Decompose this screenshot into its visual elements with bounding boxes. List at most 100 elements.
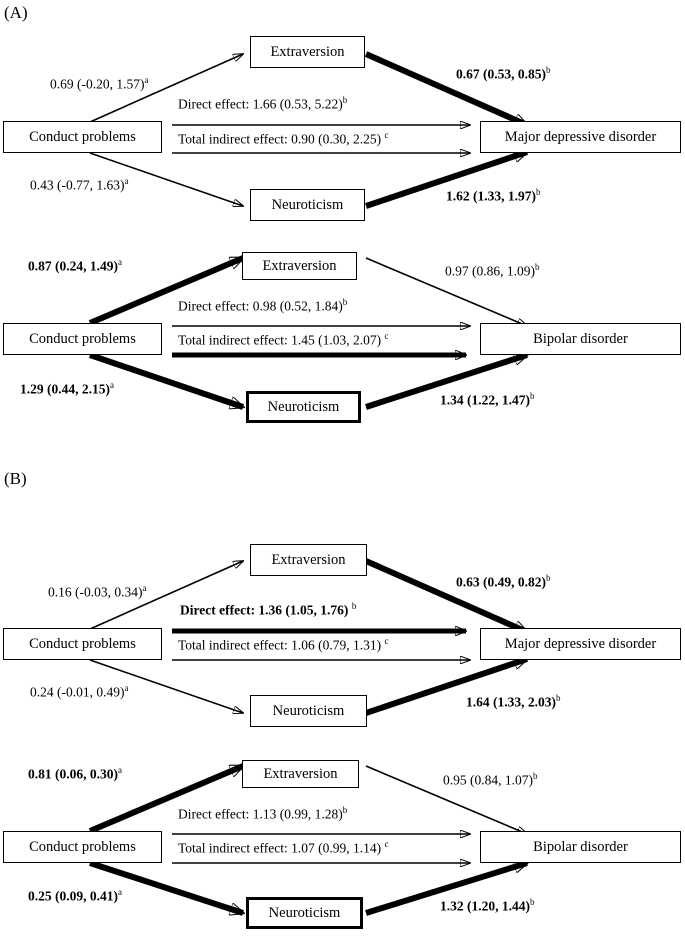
arrow-b1-b-top bbox=[364, 558, 527, 635]
panel-label-a: (A) bbox=[4, 3, 28, 22]
node-b1-extraversion[interactable]: Extraversion bbox=[250, 544, 367, 576]
edge-footnote: b bbox=[546, 65, 551, 75]
arrow-a1-b-bottom bbox=[365, 149, 527, 209]
edge-label-b2-b-bottom: 1.32 (1.20, 1.44)b bbox=[440, 898, 535, 913]
edge-label-a2-a-bottom: 1.29 (0.44, 2.15)a bbox=[20, 381, 114, 396]
arrow-a2-a-top bbox=[88, 255, 243, 326]
edge-value: Direct effect: 1.36 (1.05, 1.76) bbox=[180, 602, 352, 618]
edge-value: 1.34 (1.22, 1.47) bbox=[440, 392, 530, 408]
arrow-a1-b-top bbox=[364, 51, 527, 128]
edge-value: Direct effect: 1.13 (0.99, 1.28) bbox=[178, 806, 343, 822]
edge-footnote: b bbox=[546, 573, 551, 583]
edge-value: 0.95 (0.84, 1.07) bbox=[443, 772, 533, 788]
edge-footnote: b bbox=[351, 601, 357, 611]
node-b1-major-depressive-disorder[interactable]: Major depressive disorder bbox=[480, 628, 681, 660]
edge-label-b1-direct-effect: Direct effect: 1.36 (1.05, 1.76) b bbox=[180, 602, 356, 617]
edge-value: 0.87 (0.24, 1.49) bbox=[28, 258, 118, 274]
node-a1-major-depressive-disorder[interactable]: Major depressive disorder bbox=[480, 121, 681, 153]
edge-label-a1-a-top: 0.69 (-0.20, 1.57)a bbox=[50, 76, 149, 91]
arrow-a2-a-bottom bbox=[89, 352, 243, 410]
edge-footnote: a bbox=[118, 257, 122, 267]
edge-label-b1-b-bottom: 1.64 (1.33, 2.03)b bbox=[466, 694, 561, 709]
edge-label-b2-total-indirect-effect: Total indirect effect: 1.07 (0.99, 1.14)… bbox=[178, 840, 389, 855]
edge-footnote: a bbox=[118, 887, 122, 897]
node-b2-bipolar-disorder[interactable]: Bipolar disorder bbox=[480, 831, 681, 863]
edge-footnote: a bbox=[124, 683, 129, 693]
edge-value: 0.81 (0.06, 0.30) bbox=[28, 766, 118, 782]
edge-value: Total indirect effect: 1.07 (0.99, 1.14) bbox=[178, 840, 385, 856]
edge-footnote: b bbox=[530, 391, 535, 401]
edge-label-b1-total-indirect-effect: Total indirect effect: 1.06 (0.79, 1.31)… bbox=[178, 637, 389, 652]
edge-label-a1-a-bottom: 0.43 (-0.77, 1.63)a bbox=[30, 177, 129, 192]
edge-footnote: b bbox=[530, 897, 535, 907]
edge-label-a1-b-top: 0.67 (0.53, 0.85)b bbox=[456, 66, 551, 81]
edge-footnote: c bbox=[384, 130, 389, 140]
edge-label-b1-a-top: 0.16 (-0.03, 0.34)a bbox=[48, 584, 147, 599]
arrow-b1-a-top bbox=[89, 561, 243, 630]
edge-footnote: a bbox=[118, 765, 122, 775]
edge-label-a1-b-bottom: 1.62 (1.33, 1.97)b bbox=[446, 188, 541, 203]
arrow-b2-b-top bbox=[365, 765, 527, 834]
node-a1-neuroticism[interactable]: Neuroticism bbox=[250, 189, 365, 221]
edge-label-a1-total-indirect-effect: Total indirect effect: 0.90 (0.30, 2.25)… bbox=[178, 131, 389, 146]
edge-value: 0.63 (0.49, 0.82) bbox=[456, 574, 546, 590]
edge-footnote: a bbox=[144, 75, 149, 85]
edge-footnote: b bbox=[556, 693, 561, 703]
edge-value: 0.69 (-0.20, 1.57) bbox=[50, 76, 145, 92]
edge-label-b2-a-top: 0.81 (0.06, 0.30)a bbox=[28, 766, 122, 781]
arrow-b1-a-bottom bbox=[89, 659, 243, 713]
edge-footnote: b bbox=[535, 262, 540, 272]
arrow-a1-a-bottom bbox=[89, 152, 243, 206]
edge-label-b1-a-bottom: 0.24 (-0.01, 0.49)a bbox=[30, 684, 129, 699]
edge-footnote: a bbox=[142, 583, 147, 593]
edge-value: 1.64 (1.33, 2.03) bbox=[466, 694, 556, 710]
edge-footnote: a bbox=[110, 380, 114, 390]
edge-footnote: a bbox=[124, 176, 129, 186]
node-a1-extraversion[interactable]: Extraversion bbox=[250, 36, 365, 68]
edge-label-a2-a-top: 0.87 (0.24, 1.49)a bbox=[28, 258, 122, 273]
arrow-a2-b-bottom bbox=[365, 352, 527, 410]
arrow-a1-a-top bbox=[89, 54, 243, 123]
edge-label-a2-direct-effect: Direct effect: 0.98 (0.52, 1.84)b bbox=[178, 298, 347, 313]
node-b2-extraversion[interactable]: Extraversion bbox=[242, 760, 359, 788]
edge-value: Total indirect effect: 1.06 (0.79, 1.31) bbox=[178, 637, 385, 653]
edge-footnote: b bbox=[342, 297, 348, 307]
edge-value: Total indirect effect: 0.90 (0.30, 2.25) bbox=[178, 131, 385, 147]
node-a2-conduct-problems[interactable]: Conduct problems bbox=[3, 323, 162, 355]
edge-value: 0.67 (0.53, 0.85) bbox=[456, 66, 546, 82]
node-a1-conduct-problems[interactable]: Conduct problems bbox=[3, 121, 162, 153]
edge-label-b2-a-bottom: 0.25 (0.09, 0.41)a bbox=[28, 888, 122, 903]
edge-label-a2-b-bottom: 1.34 (1.22, 1.47)b bbox=[440, 392, 535, 407]
edge-footnote: b bbox=[342, 95, 348, 105]
edge-value: 1.32 (1.20, 1.44) bbox=[440, 898, 530, 914]
node-b1-conduct-problems[interactable]: Conduct problems bbox=[3, 628, 162, 660]
edge-label-a2-b-top: 0.97 (0.86, 1.09)b bbox=[445, 263, 540, 278]
edge-value: 0.97 (0.86, 1.09) bbox=[445, 263, 535, 279]
edge-footnote: c bbox=[384, 331, 389, 341]
edge-value: Direct effect: 0.98 (0.52, 1.84) bbox=[178, 298, 343, 314]
node-b2-neuroticism[interactable]: Neuroticism bbox=[246, 897, 363, 929]
edge-value: 1.62 (1.33, 1.97) bbox=[446, 188, 536, 204]
edge-value: 0.24 (-0.01, 0.49) bbox=[30, 684, 125, 700]
edge-label-a1-direct-effect: Direct effect: 1.66 (0.53, 5.22)b bbox=[178, 96, 347, 111]
edge-label-a2-total-indirect-effect: Total indirect effect: 1.45 (1.03, 2.07)… bbox=[178, 332, 389, 347]
arrow-b2-b-bottom bbox=[365, 863, 527, 916]
edge-value: 0.25 (0.09, 0.41) bbox=[28, 888, 118, 904]
edge-footnote: b bbox=[342, 805, 348, 815]
arrow-b2-a-bottom bbox=[89, 860, 243, 916]
arrow-b2-a-top bbox=[88, 763, 243, 834]
edge-footnote: b bbox=[533, 771, 538, 781]
node-a2-extraversion[interactable]: Extraversion bbox=[242, 252, 357, 280]
edge-value: 0.16 (-0.03, 0.34) bbox=[48, 584, 143, 600]
arrow-b1-b-bottom bbox=[365, 656, 527, 716]
node-a2-neuroticism[interactable]: Neuroticism bbox=[246, 391, 361, 423]
edge-label-b2-direct-effect: Direct effect: 1.13 (0.99, 1.28)b bbox=[178, 806, 347, 821]
node-a2-bipolar-disorder[interactable]: Bipolar disorder bbox=[480, 323, 681, 355]
edge-label-b1-b-top: 0.63 (0.49, 0.82)b bbox=[456, 574, 551, 589]
node-b1-neuroticism[interactable]: Neuroticism bbox=[250, 695, 367, 727]
node-b2-conduct-problems[interactable]: Conduct problems bbox=[3, 831, 162, 863]
